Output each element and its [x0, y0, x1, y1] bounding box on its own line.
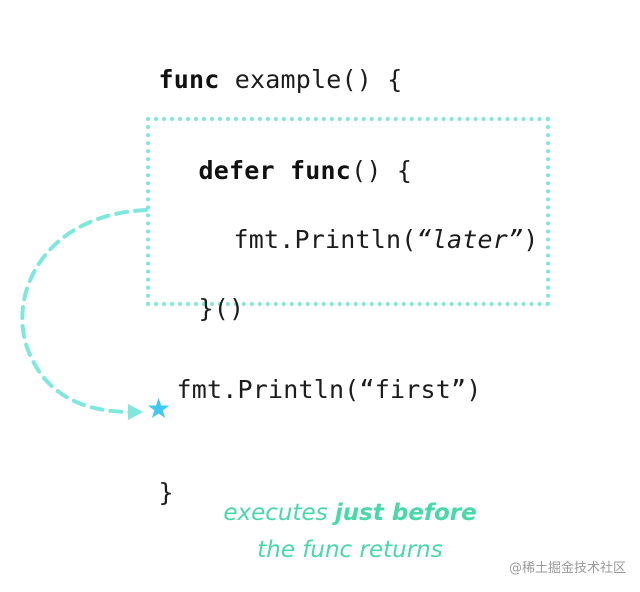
func-signature: example() {: [219, 65, 403, 94]
inner-func-open: () {: [351, 156, 413, 185]
code-line-defer-func: defer func() {: [168, 133, 412, 183]
code-line-close-invoke: }(): [168, 271, 245, 323]
keyword-func-inner: func: [290, 156, 352, 185]
keyword-defer: defer: [198, 156, 275, 185]
arrow-head-icon: [128, 404, 143, 420]
close-and-invoke: }(): [198, 294, 245, 323]
string-later: “later”: [416, 225, 524, 254]
println-first: fmt.Println(“first”): [176, 375, 482, 404]
code-line-println-first: fmt.Println(“first”): [146, 352, 482, 402]
caption-emphasis: just before: [334, 500, 477, 526]
code-line-println-later: fmt.Println(“later”): [203, 202, 539, 252]
code-line-func-example: func example() {: [128, 42, 403, 92]
star-icon: ★: [146, 392, 172, 425]
defer-block-highlight: [146, 117, 550, 306]
arrow-curve: [20, 208, 148, 414]
keyword-func: func: [158, 65, 220, 94]
println-call: fmt.Println(: [233, 225, 417, 254]
println-close: ): [523, 225, 539, 254]
closing-brace: }: [158, 478, 174, 507]
code-line-close-brace: }: [128, 455, 174, 505]
watermark: @稀土掘金技术社区: [508, 561, 626, 576]
caption-line-1: executes just before: [223, 500, 477, 526]
caption-line-2: the func returns: [257, 537, 443, 563]
